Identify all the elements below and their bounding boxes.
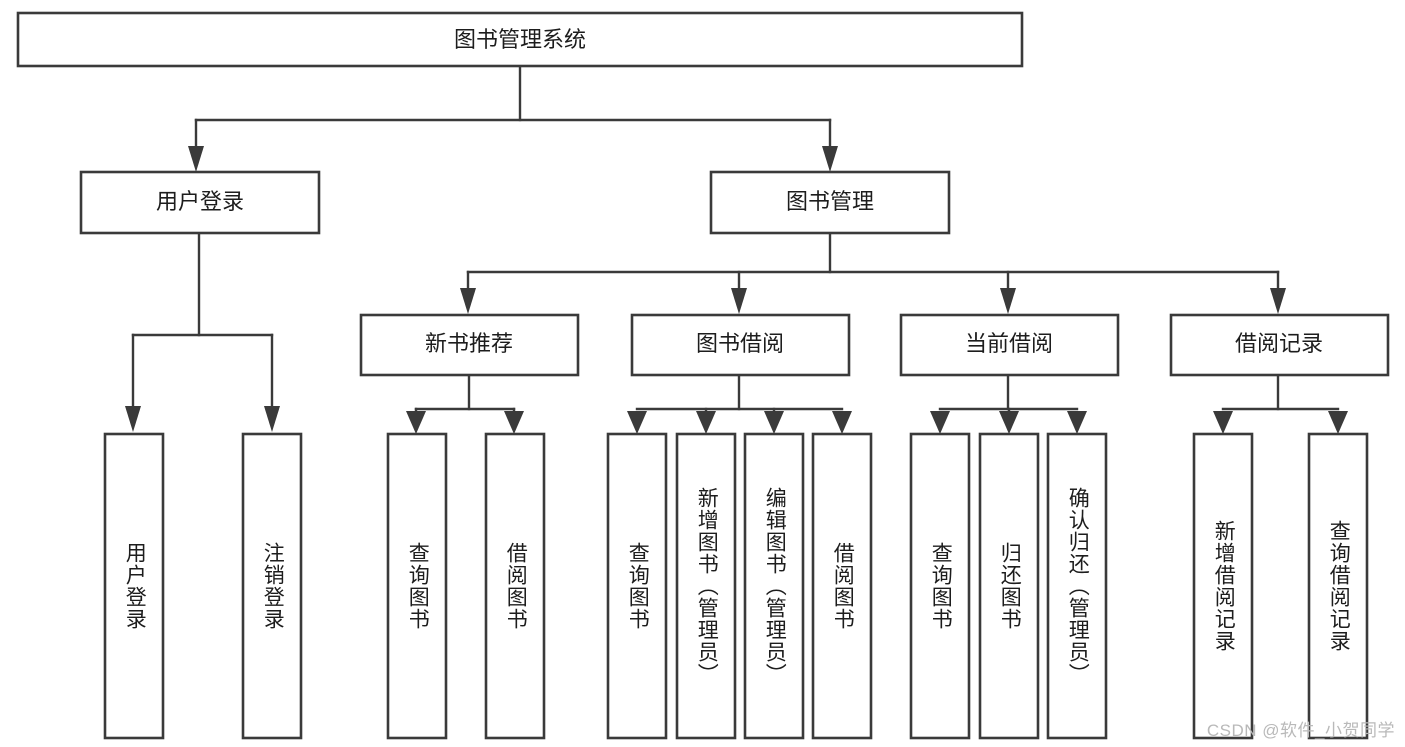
node-leaf-return-book-box[interactable] xyxy=(978,432,1040,740)
watermark-text: CSDN @软件_小贺同学 xyxy=(1206,721,1395,740)
connector-layer xyxy=(125,64,1348,434)
arrow-head-newbook xyxy=(460,288,476,314)
node-bookmgmt-box[interactable] xyxy=(709,170,951,235)
node-leaf-user-login-box[interactable] xyxy=(103,432,165,740)
node-newbook-box[interactable] xyxy=(359,313,580,377)
node-layer: 图书管理系统 用户登录 图书管理 新书推荐 图书借阅 当前 xyxy=(16,11,1390,740)
node-bookmgmt[interactable]: 图书管理 xyxy=(709,170,951,235)
node-leaf-add-record-box[interactable] xyxy=(1192,432,1254,740)
arrow-head-leaf-query-book-1 xyxy=(406,411,426,434)
node-leaf-confirm-return-box[interactable] xyxy=(1046,432,1108,740)
arrow-head-leaf-edit-book xyxy=(764,411,784,434)
arrow-head-leaf-query-book-3 xyxy=(930,411,950,434)
arrow-head-leaf-add-book xyxy=(696,411,716,434)
node-leaf-user-logout-box[interactable] xyxy=(241,432,303,740)
arrow-head-leaf-user-login xyxy=(125,406,141,432)
node-leaf-query-book-3-box[interactable] xyxy=(909,432,971,740)
arrow-head-login xyxy=(188,146,204,172)
node-login-label: 用户登录 xyxy=(156,189,244,214)
node-leaf-query-book-1-box[interactable] xyxy=(386,432,448,740)
node-newbook[interactable]: 新书推荐 xyxy=(359,313,580,377)
arrow-head-current xyxy=(1000,288,1016,314)
node-root-box[interactable] xyxy=(16,11,1024,68)
node-current-label: 当前借阅 xyxy=(965,331,1053,356)
node-leaf-query-book-2-box[interactable] xyxy=(606,432,668,740)
arrow-head-leaf-query-record xyxy=(1328,411,1348,434)
node-borrow[interactable]: 图书借阅 xyxy=(630,313,851,377)
arrow-head-bookmgmt xyxy=(822,146,838,172)
node-borrow-box[interactable] xyxy=(630,313,851,377)
arrow-head-leaf-query-book-2 xyxy=(627,411,647,434)
node-bookmgmt-label: 图书管理 xyxy=(786,189,874,214)
node-current[interactable]: 当前借阅 xyxy=(899,313,1120,377)
node-leaf-add-book-box[interactable] xyxy=(675,432,737,740)
node-login-box[interactable] xyxy=(79,170,321,235)
node-borrow-label: 图书借阅 xyxy=(696,331,784,356)
node-root[interactable]: 图书管理系统 xyxy=(16,11,1024,68)
arrow-head-leaf-user-logout xyxy=(264,406,280,432)
node-current-box[interactable] xyxy=(899,313,1120,377)
arrow-head-leaf-confirm-return xyxy=(1067,411,1087,434)
arrow-head-leaf-borrow-book-1 xyxy=(504,411,524,434)
arrow-head-leaf-return-book xyxy=(999,411,1019,434)
node-leaf-query-record-box[interactable] xyxy=(1307,432,1369,740)
node-login[interactable]: 用户登录 xyxy=(79,170,321,235)
node-leaf-borrow-book-1-box[interactable] xyxy=(484,432,546,740)
node-records[interactable]: 借阅记录 xyxy=(1169,313,1390,377)
node-leaf-edit-book-box[interactable] xyxy=(743,432,805,740)
node-root-label: 图书管理系统 xyxy=(454,27,586,52)
arrow-head-borrow xyxy=(731,288,747,314)
node-records-box[interactable] xyxy=(1169,313,1390,377)
arrow-head-leaf-borrow-book-2 xyxy=(832,411,852,434)
arrow-head-records xyxy=(1270,288,1286,314)
node-leaf-borrow-book-2-box[interactable] xyxy=(811,432,873,740)
node-records-label: 借阅记录 xyxy=(1235,331,1323,356)
arrow-head-leaf-add-record xyxy=(1213,411,1233,434)
node-newbook-label: 新书推荐 xyxy=(425,331,513,356)
